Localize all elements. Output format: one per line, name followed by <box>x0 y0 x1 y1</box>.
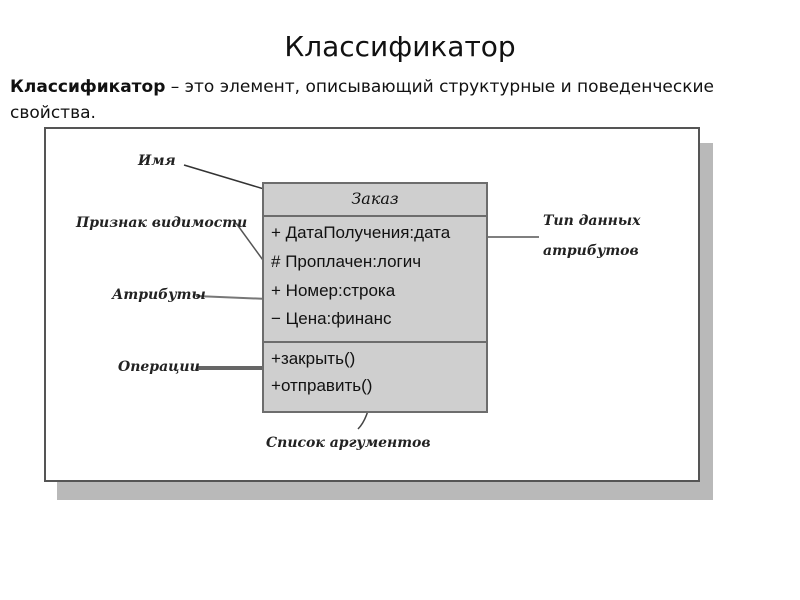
uml-class-figure: Заказ + ДатаПолучения:дата # Проплачен:л… <box>44 127 700 482</box>
attribute-row: + Номер:строка <box>271 281 395 301</box>
visibility-marker: # <box>271 252 281 271</box>
operation-row: +закрыть() <box>271 349 355 369</box>
attributes-compartment: + ДатаПолучения:дата # Проплачен:логич +… <box>264 217 486 343</box>
attribute-text: Проплачен:логич <box>285 252 422 271</box>
label-name: Имя <box>138 153 176 169</box>
definition-body: – это элемент, описывающий структурные и… <box>10 77 714 123</box>
operation-text: отправить() <box>280 376 373 395</box>
class-name: Заказ <box>264 184 486 217</box>
attributes-callout-line <box>195 295 269 300</box>
visibility-marker: + <box>271 223 281 242</box>
label-attributes: Атрибуты <box>112 287 206 303</box>
uml-class-box: Заказ + ДатаПолучения:дата # Проплачен:л… <box>262 182 488 413</box>
operation-text: закрыть() <box>280 349 356 368</box>
attribute-row: − Цена:финанс <box>271 309 391 329</box>
visibility-marker: − <box>271 309 281 328</box>
label-arguments: Список аргументов <box>266 435 431 451</box>
attribute-text: Цена:финанс <box>285 309 392 328</box>
definition-text: Классификатор – это элемент, описывающий… <box>10 74 790 126</box>
visibility-marker: + <box>271 281 281 300</box>
attribute-row: # Проплачен:логич <box>271 252 421 272</box>
slide-title: Классификатор <box>284 30 516 63</box>
definition-term: Классификатор <box>10 77 166 97</box>
operations-compartment: +закрыть() +отправить() <box>264 343 486 411</box>
label-operations: Операции <box>118 359 200 375</box>
attribute-text: Номер:строка <box>285 281 396 300</box>
visibility-marker: + <box>271 349 281 368</box>
label-visibility: Признак видимости <box>76 215 248 231</box>
operation-row: +отправить() <box>271 376 372 396</box>
attribute-row: + ДатаПолучения:дата <box>271 223 450 243</box>
visibility-marker: + <box>271 376 281 395</box>
label-datatype-line2: атрибутов <box>543 243 639 259</box>
label-datatype-line1: Тип данных <box>543 213 641 229</box>
attribute-text: ДатаПолучения:дата <box>285 223 451 242</box>
